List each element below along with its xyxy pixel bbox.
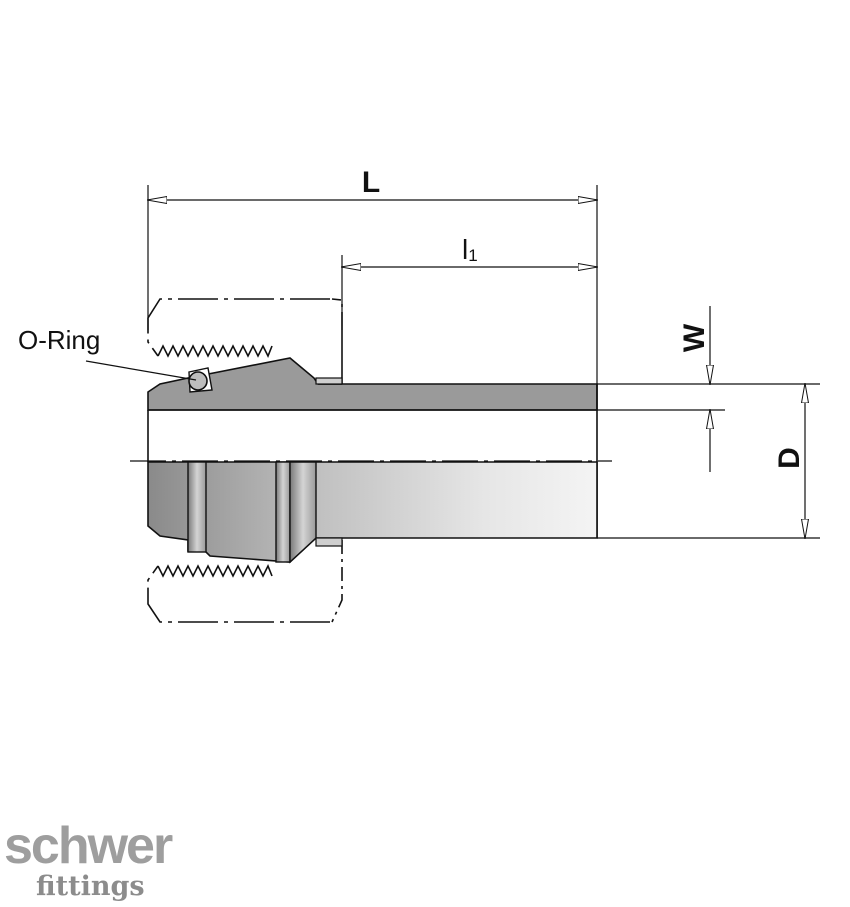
thread-bottom bbox=[157, 564, 273, 578]
section-top bbox=[147, 357, 598, 411]
dimension-label-W: W bbox=[678, 323, 711, 352]
dimension-D bbox=[597, 384, 820, 538]
thread-top bbox=[157, 344, 273, 358]
dimension-label-l1: l1 bbox=[462, 234, 478, 265]
logo-brand-top: schwer bbox=[4, 817, 173, 875]
schwer-logo: schwer fittings bbox=[4, 817, 175, 902]
dimension-L bbox=[148, 185, 597, 384]
dimension-label-L: L bbox=[362, 166, 380, 199]
o-ring-leader bbox=[85, 360, 197, 381]
dimension-l1 bbox=[342, 255, 597, 330]
o-ring-label: O-Ring bbox=[18, 325, 100, 355]
dimension-W bbox=[597, 306, 820, 472]
o-ring bbox=[188, 367, 213, 393]
nut-bottom bbox=[147, 540, 343, 623]
logo-brand-bottom: fittings bbox=[36, 871, 145, 902]
dimension-label-D: D bbox=[773, 447, 806, 469]
exterior-bottom bbox=[147, 461, 598, 564]
